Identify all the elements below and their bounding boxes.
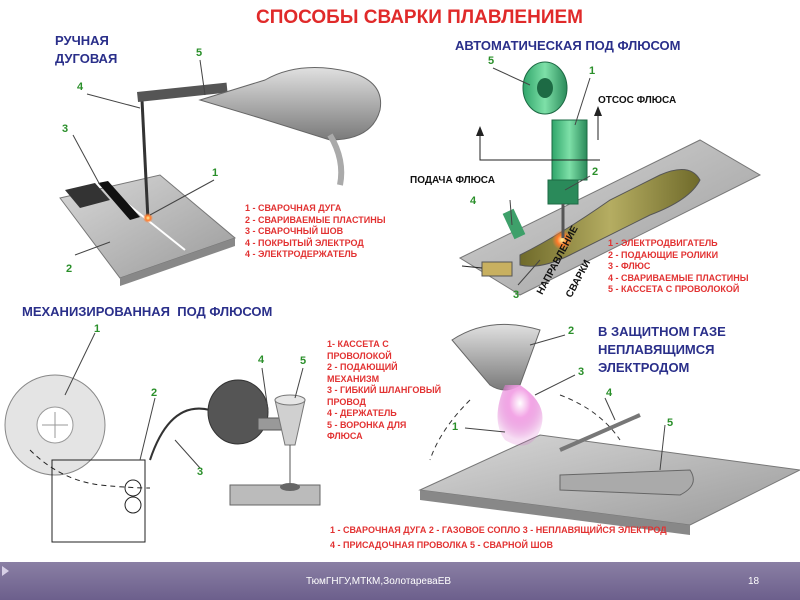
holder-body: [207, 379, 269, 445]
nav-arrow-icon[interactable]: [2, 566, 9, 576]
welding-cable: [327, 133, 345, 186]
mechanized-diagram: [4, 332, 321, 543]
mech-callout-1: 1: [94, 323, 101, 335]
mech-callout-5: 5: [300, 355, 307, 367]
feed-unit-box: [51, 459, 146, 543]
auto-callout-5: 5: [488, 55, 495, 67]
auto-heading: АВТОМАТИЧЕСКАЯ ПОД ФЛЮСОМ: [455, 38, 681, 53]
flex-hose: [149, 407, 211, 461]
manual-callout-5: 5: [196, 47, 203, 59]
flux-hopper: [502, 208, 526, 240]
manual-arc-diagram: [59, 59, 382, 286]
flux-suction-label: ОТСОС ФЛЮСА: [598, 95, 677, 106]
gas-heading-1: В ЗАЩИТНОМ ГАЗЕ: [598, 324, 726, 339]
mech-callout-4: 4: [258, 354, 265, 366]
mech-heading: МЕХАНИЗИРОВАННАЯ ПОД ФЛЮСОМ: [22, 304, 273, 319]
plasma-arc: [497, 385, 543, 446]
mech-plate: [229, 484, 321, 506]
footer-bar: ТюмГНГУ,МТКМ,ЗолотареваЕВ 18: [0, 562, 800, 600]
manual-callout-2: 2: [66, 263, 73, 275]
mech-callout-3: 3: [197, 466, 204, 478]
manual-callout-1: 1: [212, 167, 219, 179]
gas-heading-3: ЭЛЕКТРОДОМ: [598, 360, 690, 375]
arc-glow: [143, 213, 153, 223]
page-number: 18: [748, 576, 760, 587]
mech-legend: 1- КАССЕТА С ПРОВОЛОКОЙ 2 - ПОДАЮЩИЙ МЕХ…: [327, 339, 442, 441]
gas-legend-2: 4 - ПРИСАДОЧНАЯ ПРОВОЛКА 5 - СВАРНОЙ ШОВ: [330, 540, 554, 550]
flux-funnel: [274, 399, 306, 446]
gas-callout-1: 1: [452, 421, 459, 433]
gas-callout-4: 4: [606, 387, 613, 399]
flux-feed-label: ПОДАЧА ФЛЮСА: [410, 175, 495, 186]
manual-heading-2: ДУГОВАЯ: [55, 51, 118, 66]
auto-callout-3: 3: [513, 289, 520, 301]
feed-rollers: [547, 179, 579, 205]
gas-heading-2: НЕПЛАВЯЩИМСЯ: [598, 342, 715, 357]
auto-callout-1: 1: [589, 65, 596, 77]
manual-heading-1: РУЧНАЯ: [55, 33, 109, 48]
filler-wire: [559, 413, 641, 452]
gas-legend-1: 1 - СВАРОЧНАЯ ДУГА 2 - ГАЗОВОЕ СОПЛО 3 -…: [330, 525, 667, 535]
gas-nozzle: [451, 323, 541, 391]
auto-legend: 1 - ЭЛЕКТРОДВИГАТЕЛЬ 2 - ПОДАЮЩИЕ РОЛИКИ…: [608, 238, 749, 294]
electrode: [140, 99, 150, 221]
hand-glove: [198, 67, 382, 141]
ground-clamp: [65, 183, 110, 208]
footer-author: ТюмГНГУ,МТКМ,ЗолотареваЕВ: [306, 576, 452, 587]
gas-tungsten-diagram: [418, 323, 800, 535]
gas-callout-3: 3: [578, 366, 585, 378]
electrode-holder: [137, 82, 228, 102]
weld-bead: [559, 469, 694, 496]
manual-callout-4: 4: [77, 81, 84, 93]
slide: СПОСОБЫ СВАРКИ ПЛАВЛЕНИЕМ РУЧНАЯ ДУГОВАЯ…: [4, 7, 800, 550]
illustrations: [4, 59, 800, 543]
manual-legend: 1 - СВАРОЧНАЯ ДУГА 2 - СВАРИВАЕМЫЕ ПЛАСТ…: [245, 203, 386, 259]
auto-callout-2: 2: [592, 166, 599, 178]
mech-callout-2: 2: [151, 387, 158, 399]
auto-callout-4: 4: [470, 195, 477, 207]
manual-callout-3: 3: [62, 123, 69, 135]
motor: [551, 119, 588, 181]
weld-seam: [98, 181, 140, 220]
slide-title: СПОСОБЫ СВАРКИ ПЛАВЛЕНИЕМ: [256, 7, 583, 28]
automatic-submerged-diagram: [458, 61, 762, 296]
gas-callout-5: 5: [667, 417, 674, 429]
gas-callout-2: 2: [568, 325, 575, 337]
